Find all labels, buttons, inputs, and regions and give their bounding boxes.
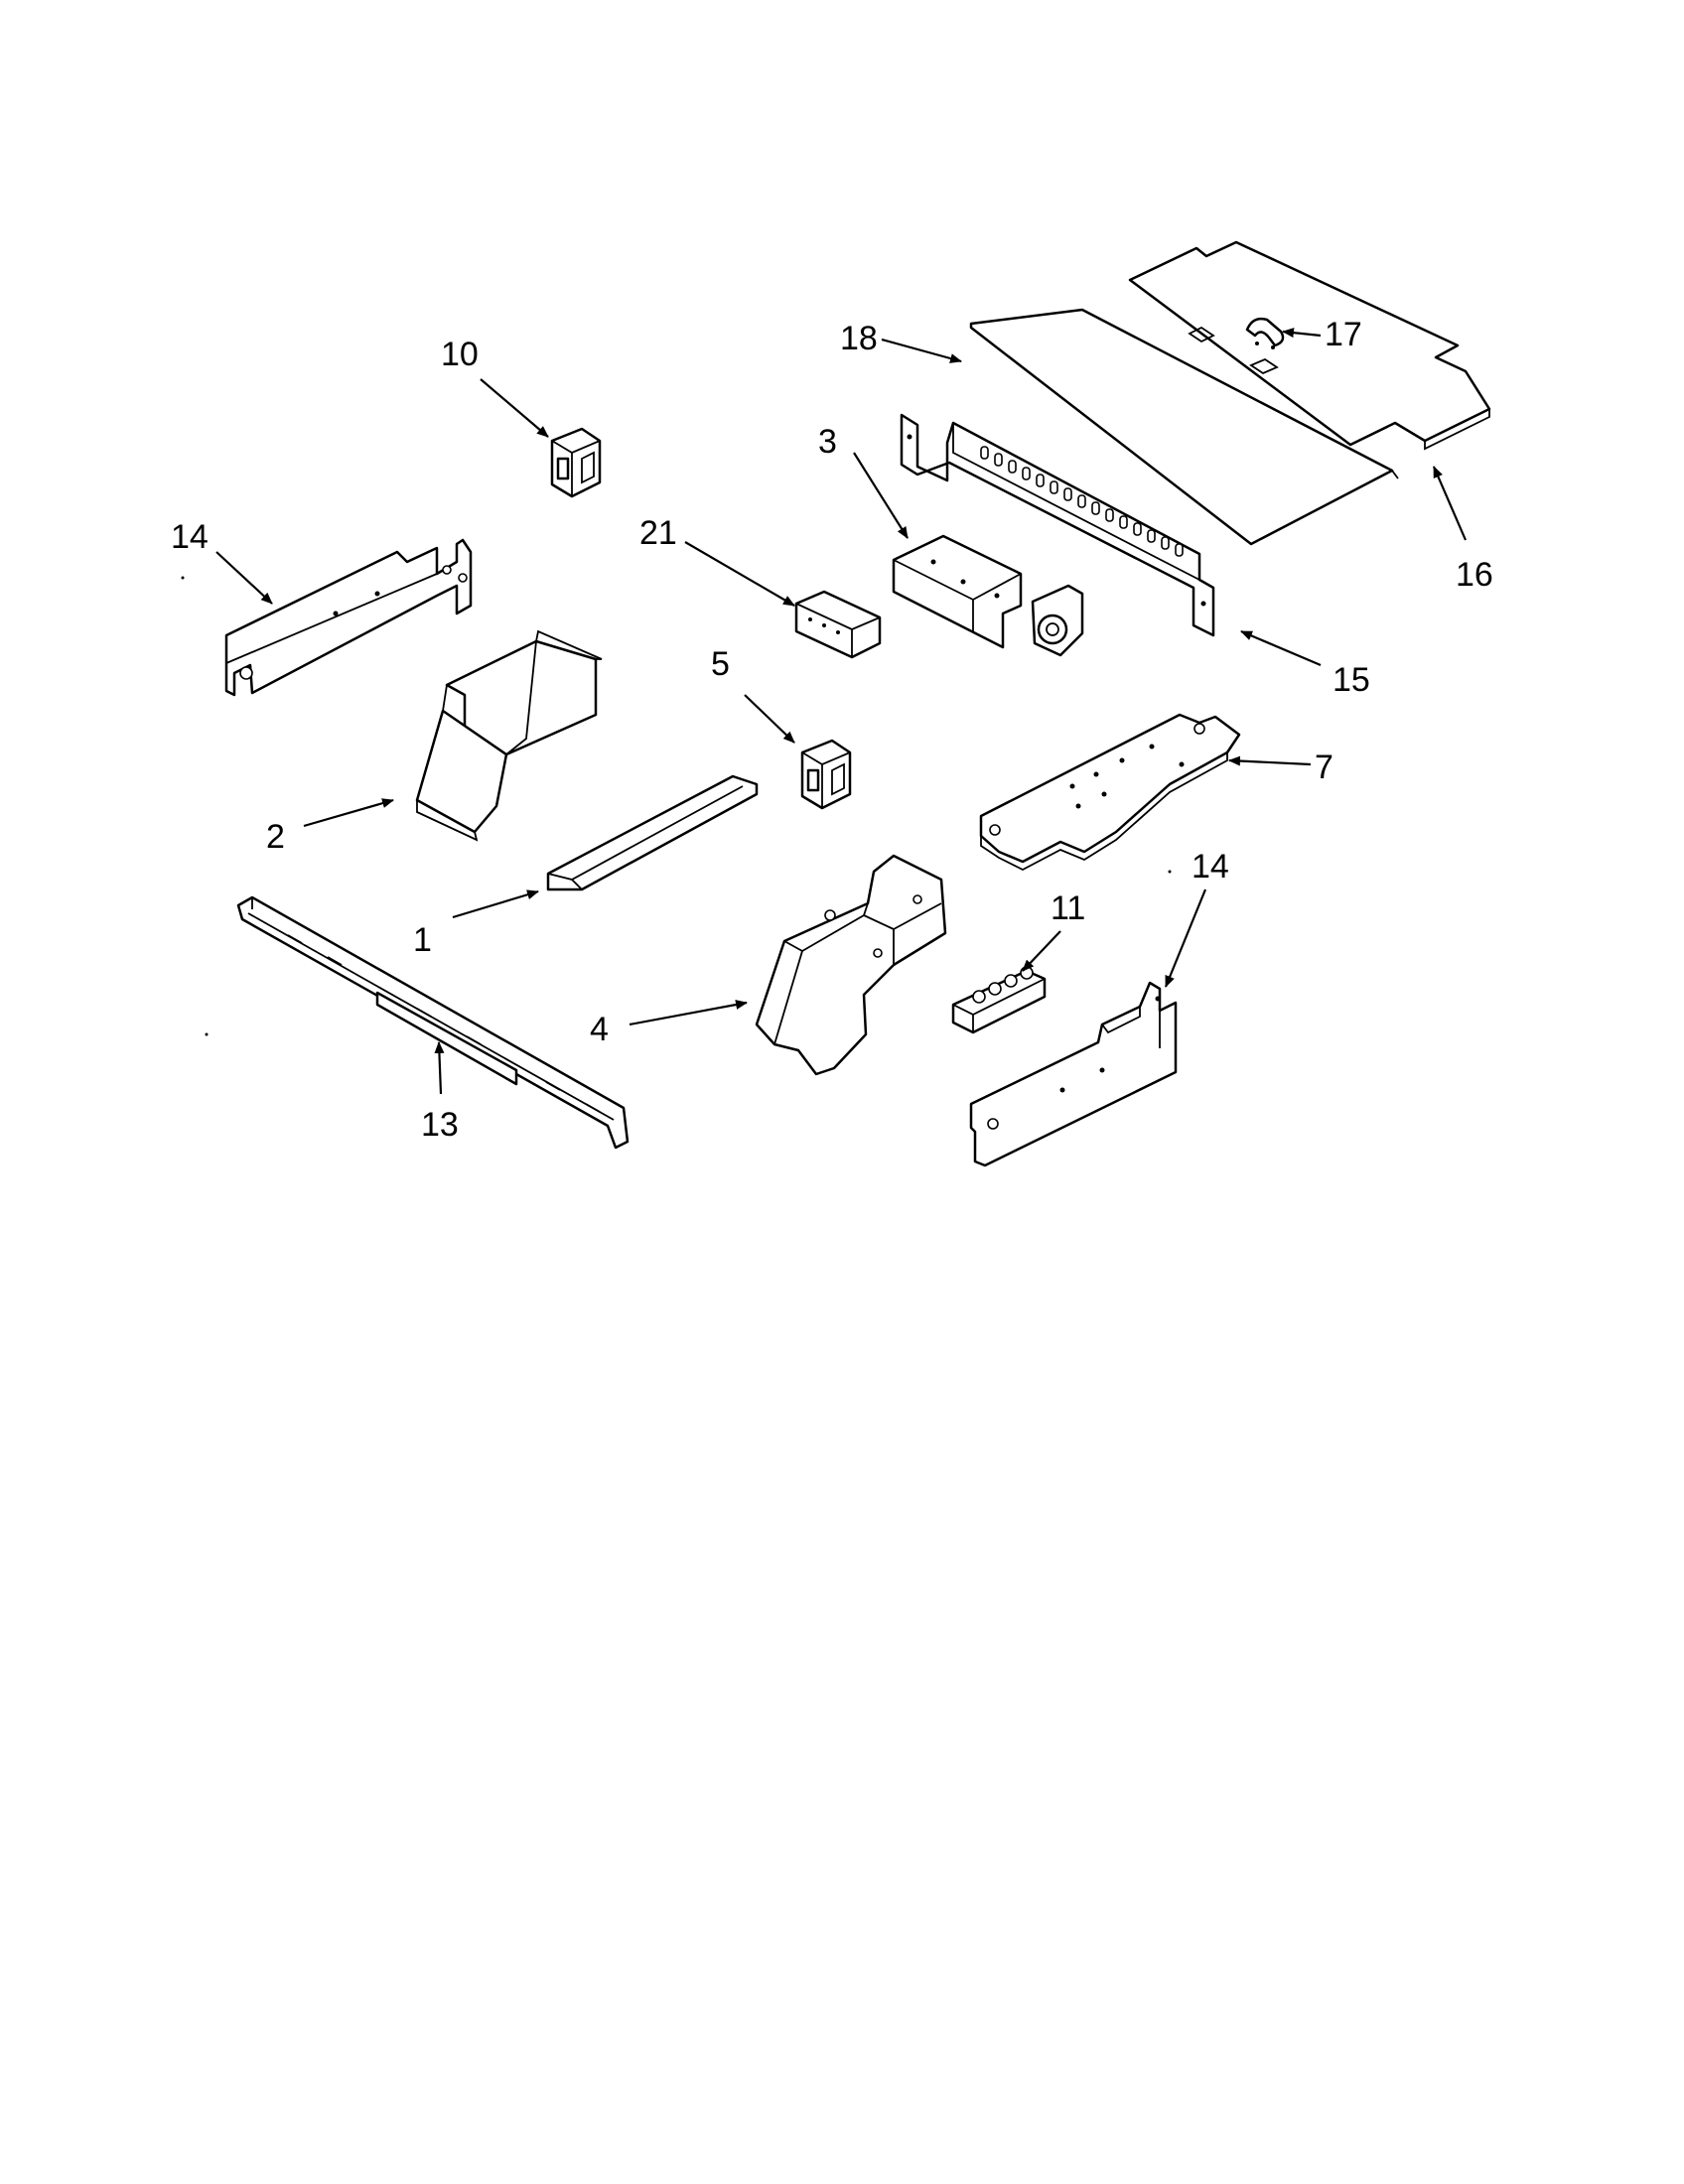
leader-1: [452, 889, 539, 919]
part-3-motor-assembly[interactable]: [892, 534, 1084, 657]
callout-3: 3: [818, 423, 837, 461]
callout-2: 2: [266, 818, 285, 856]
leader-16: [1432, 466, 1468, 541]
callout-5: 5: [711, 645, 730, 683]
callout-21: 21: [639, 514, 677, 552]
rocker-switch-icon: [550, 427, 602, 498]
callout-14-right: 14: [1192, 848, 1229, 886]
callout-16: 16: [1456, 556, 1493, 594]
leader-18: [881, 338, 962, 363]
leader-14a: [215, 551, 273, 605]
rocker-switch-icon: [800, 739, 852, 810]
callout-18: 18: [840, 320, 878, 357]
part-17-clip[interactable]: [1245, 317, 1285, 349]
callout-14-left: 14: [171, 518, 209, 556]
part-21-block[interactable]: [794, 590, 882, 659]
part-11-terminal-block[interactable]: [951, 966, 1047, 1034]
leader-11: [1022, 930, 1061, 972]
leader-14b: [1164, 888, 1207, 988]
leader-17: [1282, 328, 1322, 339]
leader-4: [629, 1000, 748, 1026]
part-13-long-rail[interactable]: [236, 895, 630, 1150]
callout-13: 13: [421, 1106, 459, 1144]
part-14-side-bracket-left[interactable]: [224, 538, 473, 697]
terminal-block-icon: [951, 966, 1047, 1034]
callout-labels: 18 17 16 15 3 21 10 14 2 1 5 7 11 14 4 1…: [171, 316, 1493, 1144]
leader-15: [1240, 629, 1322, 667]
part-5-switch[interactable]: [800, 739, 852, 810]
part-14-side-bracket-right[interactable]: [969, 981, 1178, 1167]
part-1-channel[interactable]: [546, 774, 759, 891]
callout-11: 11: [1051, 889, 1085, 927]
part-15-perforated-rail[interactable]: [900, 413, 1215, 637]
callout-10: 10: [441, 336, 479, 373]
leader-7: [1228, 755, 1312, 766]
rail-perforations: [980, 446, 1184, 557]
leader-2: [303, 798, 394, 828]
part-10-switch[interactable]: [550, 427, 602, 498]
part-4-bracket[interactable]: [755, 854, 947, 1076]
callout-17: 17: [1325, 316, 1362, 353]
part-18-deflector-sheet[interactable]: [969, 308, 1399, 546]
callout-15: 15: [1333, 661, 1370, 699]
leader-5: [744, 694, 795, 744]
leader-13: [434, 1041, 445, 1095]
part-2-duct[interactable]: [415, 629, 603, 842]
part-16-top-panel[interactable]: [1128, 240, 1491, 451]
part-7-plate[interactable]: [979, 713, 1241, 872]
leader-10: [480, 378, 549, 438]
callout-4: 4: [590, 1011, 609, 1048]
leader-21: [684, 541, 795, 607]
leader-lines: [215, 328, 1468, 1095]
callout-7: 7: [1315, 749, 1333, 786]
leader-3: [853, 452, 909, 539]
callout-1: 1: [413, 921, 432, 959]
